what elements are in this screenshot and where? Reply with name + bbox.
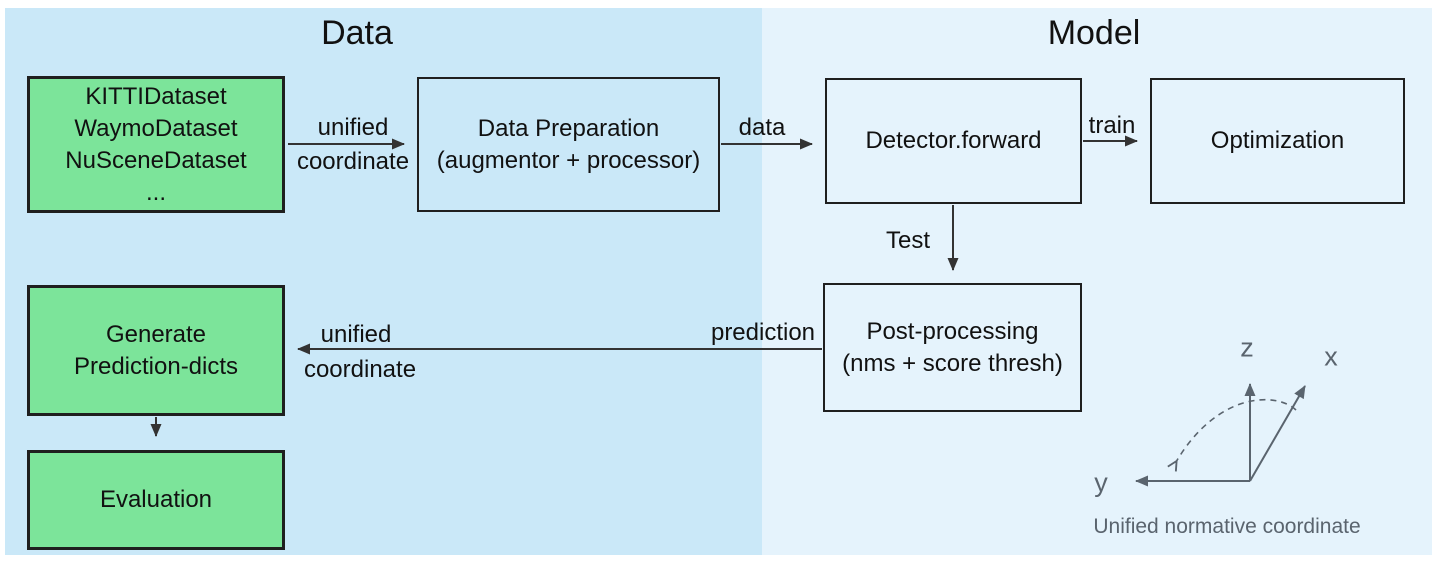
- box-evaluation: Evaluation: [27, 450, 285, 550]
- box-generate-line: Prediction-dicts: [73, 352, 239, 380]
- box-post-processing-line: (nms + score thresh): [842, 349, 1063, 377]
- label-unified-top: unified: [317, 114, 389, 141]
- label-train: train: [1088, 112, 1136, 139]
- label-coordinate-bottom: coordinate: [303, 356, 417, 383]
- x-axis-label: x: [1324, 341, 1338, 372]
- box-datasets-line: ...: [145, 178, 166, 206]
- data-section-title: Data: [321, 14, 393, 52]
- box-evaluation-label: Evaluation: [99, 486, 213, 513]
- box-datasets: KITTIDataset WaymoDataset NuSceneDataset…: [27, 76, 285, 213]
- box-optimization-label: Optimization: [1210, 127, 1345, 154]
- box-detector-forward: Detector.forward: [825, 78, 1082, 204]
- y-axis-label: y: [1094, 467, 1108, 498]
- box-data-preparation-line: Data Preparation: [477, 114, 660, 142]
- box-post-processing: Post-processing (nms + score thresh): [823, 283, 1082, 412]
- label-data: data: [738, 114, 786, 141]
- axes-caption: Unified normative coordinate: [1093, 515, 1361, 538]
- box-data-preparation: Data Preparation (augmentor + processor): [417, 77, 720, 212]
- box-generate-prediction-dicts: Generate Prediction-dicts: [27, 285, 285, 416]
- z-axis-label: z: [1240, 332, 1254, 363]
- label-prediction: prediction: [710, 319, 816, 346]
- box-data-preparation-line: (augmentor + processor): [436, 146, 701, 174]
- model-section-title: Model: [1047, 14, 1141, 52]
- box-datasets-line: WaymoDataset: [74, 114, 238, 142]
- box-datasets-line: NuSceneDataset: [65, 146, 247, 174]
- box-post-processing-line: Post-processing: [866, 317, 1039, 345]
- box-generate-line: Generate: [105, 320, 207, 348]
- label-test: Test: [885, 227, 931, 254]
- label-coordinate-top: coordinate: [296, 148, 410, 175]
- box-optimization: Optimization: [1150, 78, 1405, 204]
- model-section-panel: [762, 8, 1432, 555]
- label-unified-bottom: unified: [320, 321, 392, 348]
- box-detector-forward-label: Detector.forward: [865, 127, 1042, 154]
- box-datasets-line: KITTIDataset: [85, 82, 227, 110]
